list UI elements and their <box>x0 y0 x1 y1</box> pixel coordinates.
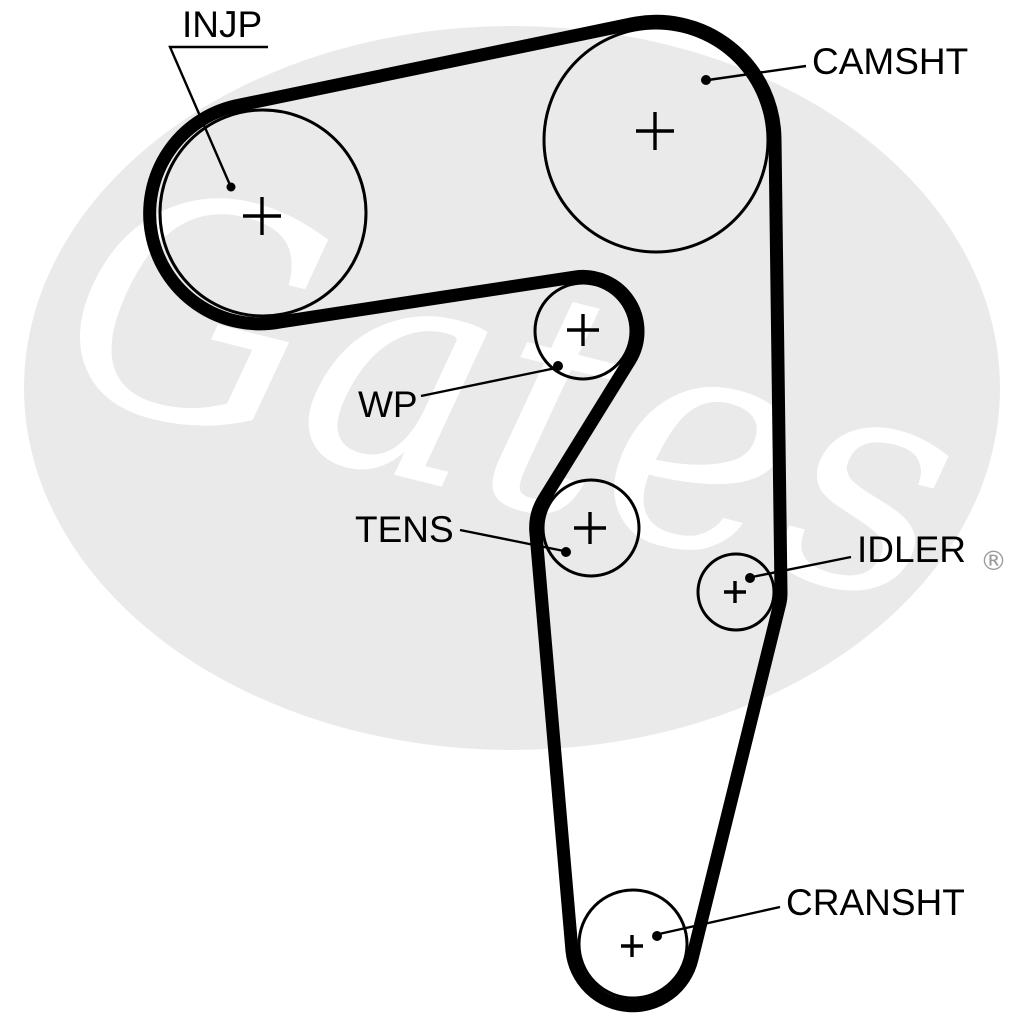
tens-center-plus-icon <box>574 512 606 544</box>
wp-center-plus-icon <box>567 314 599 346</box>
wp-leader-line <box>420 366 557 398</box>
camsht-leader-line <box>707 64 807 82</box>
wp-leader-dot <box>553 361 563 371</box>
camsht-leader-dot <box>701 75 711 85</box>
tens-label: TENS <box>355 509 454 550</box>
timing-belt-path <box>143 14 788 1013</box>
idler-pulley-circle <box>696 552 776 632</box>
injp-leader-dot <box>226 182 236 192</box>
cransht-pulley-circle <box>577 888 689 1000</box>
pulley-wp <box>533 281 633 381</box>
cransht-leader-line <box>658 905 781 936</box>
callout-injp: INJP <box>168 4 268 192</box>
pulley-injp <box>158 108 368 318</box>
wp-label: WP <box>358 384 418 425</box>
injp-pulley-circle <box>158 108 368 318</box>
callout-camsht: CAMSHT <box>701 41 968 85</box>
pulley-cransht <box>577 888 689 1000</box>
idler-leader-line <box>751 555 852 579</box>
cransht-label: CRANSHT <box>786 882 965 923</box>
pulley-tens <box>541 478 641 578</box>
gates-watermark: Gates ® <box>24 26 1007 750</box>
tens-pulley-circle <box>541 478 641 578</box>
tens-leader-dot <box>561 547 571 557</box>
pulley-camsht <box>542 26 770 254</box>
callout-cransht: CRANSHT <box>652 882 965 941</box>
camsht-center-plus-icon <box>636 112 674 150</box>
watermark-ellipse <box>24 26 1000 750</box>
injp-label: INJP <box>182 4 262 45</box>
camsht-pulley-circle <box>542 26 770 254</box>
pulley-idler <box>696 552 776 632</box>
wp-pulley-circle <box>533 281 633 381</box>
callout-tens: TENS <box>355 509 571 557</box>
injp-leader-line <box>168 45 268 186</box>
cransht-center-plus-icon <box>621 935 643 957</box>
idler-label: IDLER <box>857 529 966 570</box>
cransht-leader-dot <box>652 931 662 941</box>
callout-idler: IDLER <box>745 529 966 583</box>
idler-leader-dot <box>745 573 755 583</box>
tens-leader-line <box>459 528 565 553</box>
idler-center-plus-icon <box>724 581 746 603</box>
camsht-label: CAMSHT <box>812 41 968 82</box>
callout-wp: WP <box>358 361 563 425</box>
injp-center-plus-icon <box>243 197 281 235</box>
registered-trademark-icon: ® <box>980 546 1007 577</box>
